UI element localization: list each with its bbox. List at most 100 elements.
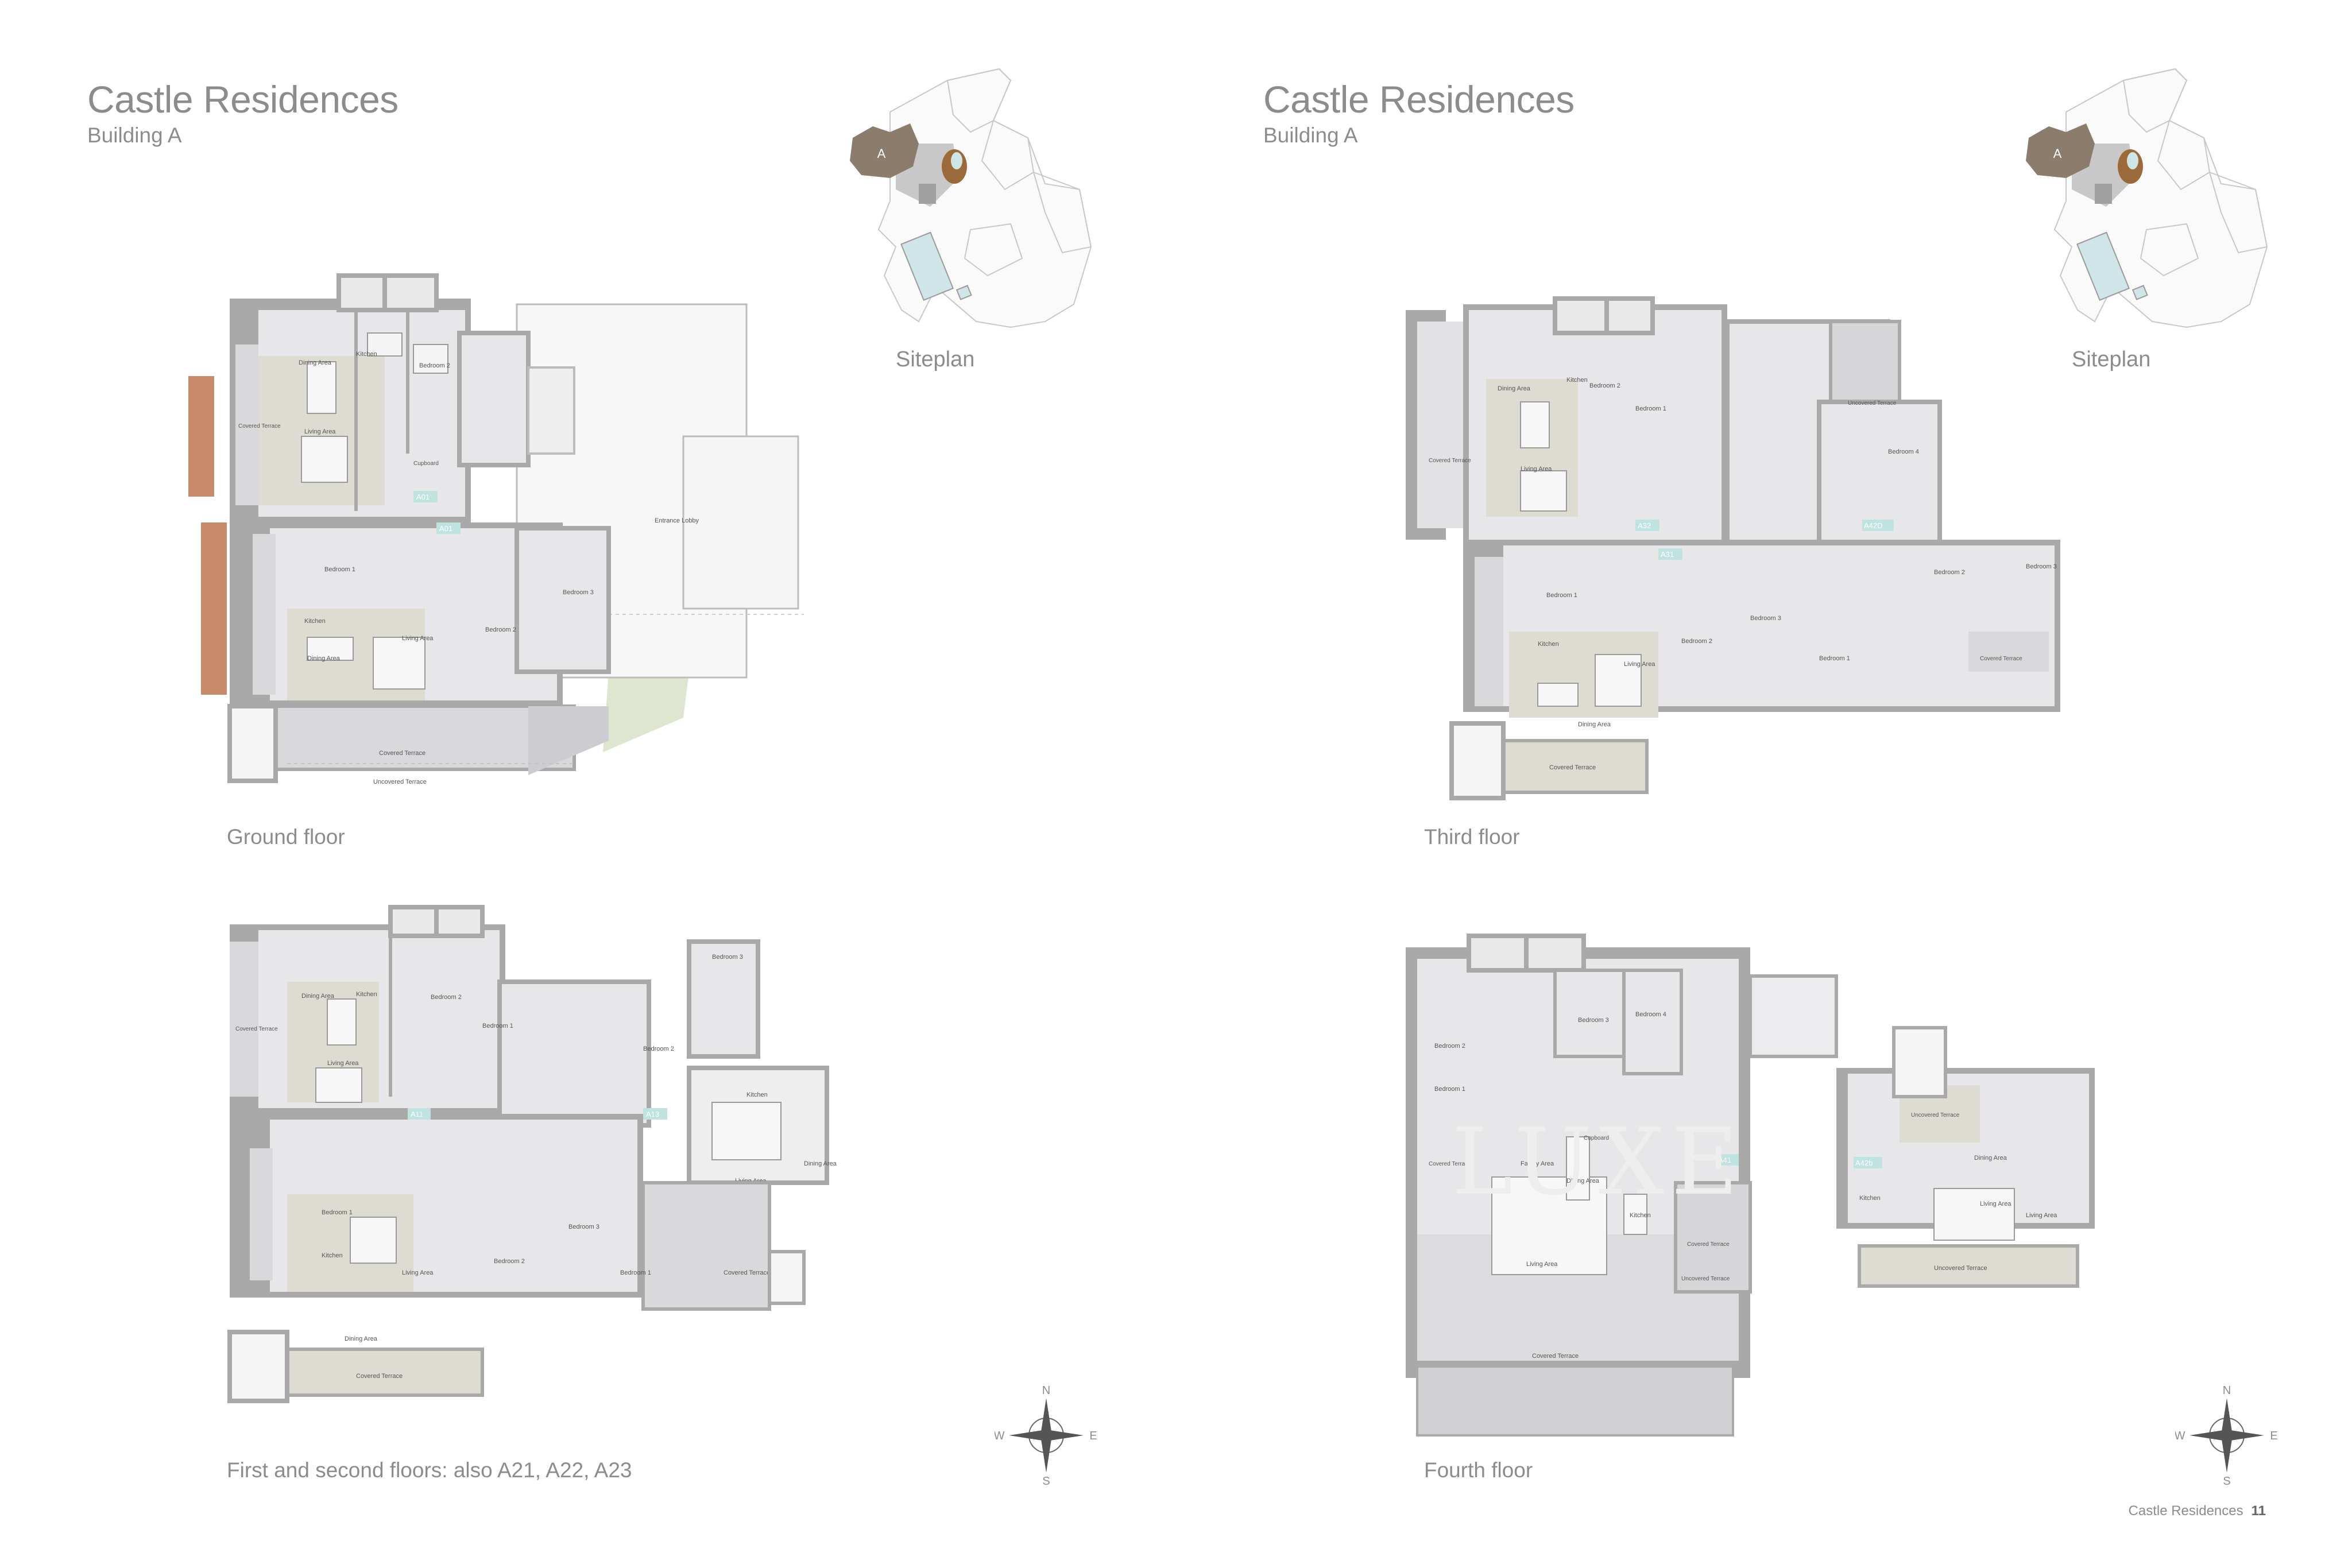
- bedroom-3b-label: Bedroom 3: [568, 1224, 599, 1230]
- covered-terrace-label: Covered Terrace: [235, 1026, 278, 1032]
- unit-tag: A42D: [1864, 521, 1883, 530]
- bedroom-3-label: Bedroom 3: [712, 954, 743, 961]
- covered-terrace-b-label: Covered Terrace: [379, 750, 425, 757]
- covered-terrace-label: Covered Terrace: [238, 423, 281, 429]
- bedroom-1-label: Bedroom 1: [1434, 1086, 1465, 1093]
- footer-text: Castle Residences: [2128, 1503, 2243, 1519]
- compass-w: W: [2175, 1430, 2185, 1442]
- dining-b-label: Dining Area: [1578, 721, 1611, 728]
- bedroom-3-label: Bedroom 3: [1750, 615, 1781, 622]
- first-floor-plan: Kitchen Dining Area Living Area Bedroom …: [227, 905, 837, 1403]
- building-subtitle: Building A: [1263, 123, 1358, 147]
- living-b-label: Living Area: [1624, 661, 1655, 668]
- covered-terrace-b-label: Covered Terrace: [1532, 1353, 1579, 1360]
- living-area-label: Living Area: [1526, 1261, 1558, 1268]
- uncovered-terrace-b-label: Uncovered Terrace: [1681, 1276, 1730, 1282]
- dining-area-label: Dining Area: [299, 359, 332, 366]
- living-area-label: Living Area: [304, 428, 336, 435]
- living-b-label: Living Area: [402, 635, 434, 642]
- living-area-label: Living Area: [1521, 466, 1552, 473]
- third-floor-label: Third floor: [1424, 825, 1520, 849]
- covered-terrace-c-label: Covered Terrace: [724, 1269, 770, 1276]
- compass-n: N: [2223, 1384, 2231, 1397]
- first-floor-label: First and second floors: also A21, A22, …: [227, 1458, 632, 1482]
- right-page: Castle Residences Building A A Siteplan: [1176, 0, 2352, 1568]
- compass-n: N: [1042, 1384, 1050, 1397]
- bedroom-3c-label: Bedroom 3: [2026, 563, 2057, 570]
- ground-floor-plan: Entrance Lobby Kitchen Dining Area Livin…: [188, 273, 804, 785]
- living-c-label: Living Area: [2026, 1212, 2057, 1219]
- bedroom-2b-label: Bedroom 2: [1681, 638, 1712, 645]
- ground-floor-label: Ground floor: [227, 825, 345, 849]
- cupboard-label: Cupboard: [413, 460, 439, 467]
- dining-area-label: Dining Area: [301, 993, 335, 1000]
- unit-tag: A41: [1718, 1156, 1731, 1164]
- siteplan-diagram: A: [2026, 68, 2268, 328]
- dining-area-label: Dining Area: [1566, 1178, 1600, 1184]
- unit-tag: A31: [1661, 550, 1674, 559]
- dining-b-label: Dining Area: [307, 655, 341, 662]
- kitchen-label: Kitchen: [1630, 1212, 1651, 1219]
- unit-tag: A01: [416, 493, 430, 501]
- dining-b-label: Dining Area: [345, 1335, 378, 1342]
- uncovered-terrace-d-label: Uncovered Terrace: [1934, 1265, 1987, 1272]
- covered-terrace-c-label: Covered Terrace: [1687, 1241, 1730, 1248]
- bedroom-2-label: Bedroom 2: [431, 994, 462, 1001]
- kitchen-b-label: Kitchen: [1859, 1195, 1881, 1202]
- uncovered-terrace-label: Uncovered Terrace: [373, 779, 427, 785]
- bedroom-4-label: Bedroom 4: [1635, 1011, 1666, 1018]
- compass-rose: N S W E: [2175, 1384, 2278, 1487]
- bedroom-1b-label: Bedroom 1: [324, 566, 355, 573]
- siteplan-building-letter: A: [877, 146, 886, 161]
- bedroom-1b-label: Bedroom 1: [1546, 592, 1577, 599]
- bedroom-3-label: Bedroom 3: [563, 589, 594, 596]
- siteplan-building-letter: A: [2053, 146, 2062, 161]
- compass-s: S: [1042, 1475, 1050, 1487]
- unit-tag: A13: [646, 1110, 659, 1118]
- compass-e: E: [1089, 1430, 1097, 1442]
- bedroom-2-label: Bedroom 2: [1589, 382, 1620, 389]
- covered-terrace-label: Covered Terrace: [1429, 458, 1471, 464]
- covered-terrace-b-label: Covered Terrace: [356, 1373, 403, 1380]
- bedroom-3-label: Bedroom 3: [1578, 1017, 1609, 1024]
- compass-e: E: [2270, 1430, 2277, 1442]
- kitchen-label: Kitchen: [1566, 377, 1588, 384]
- unit-tag: A42b: [1855, 1159, 1873, 1167]
- covered-terrace-label: Covered Terrace: [1429, 1161, 1471, 1167]
- fourth-floor-label: Fourth floor: [1424, 1458, 1533, 1482]
- building-a-shape: [2026, 123, 2095, 178]
- bedroom-1c-label: Bedroom 1: [1819, 655, 1850, 662]
- unit-tag: A32: [1638, 521, 1651, 530]
- page-title: Castle Residences: [1263, 78, 1575, 121]
- bedroom-1c-label: Bedroom 1: [620, 1269, 651, 1276]
- dining-b-label: Dining Area: [1974, 1155, 2007, 1162]
- bedroom-1b-label: Bedroom 1: [322, 1209, 353, 1216]
- building-subtitle: Building A: [87, 123, 182, 147]
- bedroom-1-label: Bedroom 1: [1635, 405, 1666, 412]
- page-title: Castle Residences: [87, 78, 399, 121]
- uncovered-terrace-label: Uncovered Terrace: [1848, 400, 1897, 406]
- uncovered-terrace-c-label: Uncovered Terrace: [1911, 1112, 1960, 1118]
- fourth-floor-plan: Bedroom 2 Bedroom 3 Bedroom 4 Bedroom 1 …: [1406, 934, 2095, 1437]
- covered-terrace-b-label: Covered Terrace: [1980, 656, 2022, 662]
- living-area-label: Living Area: [327, 1060, 359, 1067]
- cupboard-label: Cupboard: [1584, 1135, 1609, 1141]
- siteplan-label: Siteplan: [896, 347, 975, 371]
- third-floor-plan: Kitchen Dining Area Living Area Bedroom …: [1406, 296, 2060, 800]
- family-area-label: Family Area: [1521, 1160, 1554, 1167]
- compass-rose: N S W E: [995, 1384, 1097, 1487]
- covered-terrace-c-label: Covered Terrace: [1549, 764, 1596, 771]
- bedroom-1-label: Bedroom 1: [482, 1023, 513, 1029]
- bedroom-2c-label: Bedroom 2: [643, 1046, 674, 1052]
- siteplan-label: Siteplan: [2072, 347, 2151, 371]
- compass-s: S: [2223, 1475, 2230, 1487]
- kitchen-c-label: Kitchen: [746, 1091, 768, 1098]
- bedroom-2-label: Bedroom 2: [1434, 1043, 1465, 1050]
- kitchen-b-label: Kitchen: [304, 618, 326, 625]
- living-b-label: Living Area: [1980, 1201, 2011, 1207]
- dining-c-label: Dining Area: [804, 1160, 837, 1167]
- bedroom-2-label: Bedroom 2: [419, 362, 450, 369]
- bedroom-4-label: Bedroom 4: [1888, 448, 1919, 455]
- kitchen-label: Kitchen: [356, 991, 377, 998]
